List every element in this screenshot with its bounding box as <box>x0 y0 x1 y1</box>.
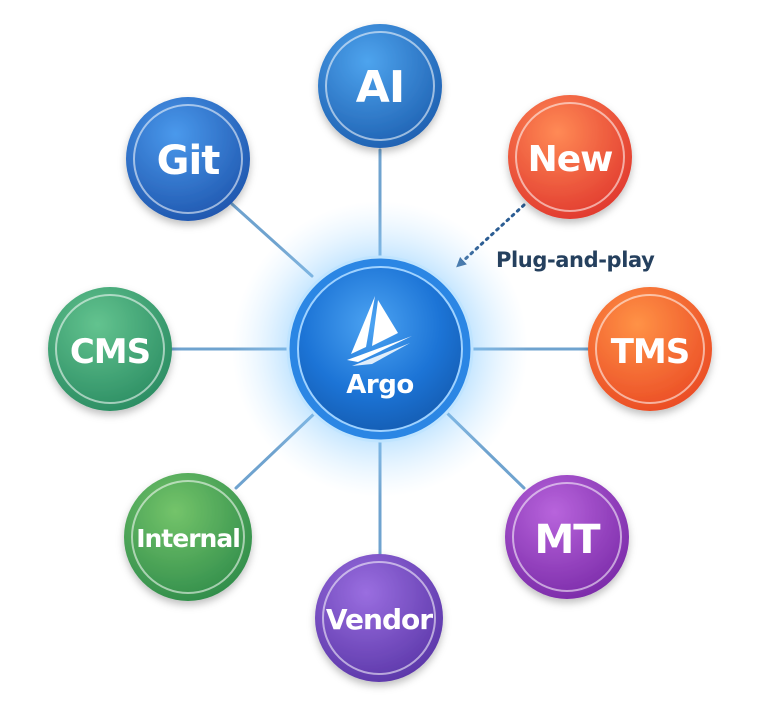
node-cms-ring <box>55 294 165 404</box>
node-internal-label: Internal <box>136 524 240 553</box>
hub-label: Argo <box>346 370 413 400</box>
node-vendor-ring <box>322 561 436 675</box>
node-vendor-label: Vendor <box>326 603 433 636</box>
plug-and-play-label: Plug-and-play <box>496 248 655 272</box>
node-vendor-circle <box>315 554 443 682</box>
node-git-label: Git <box>157 138 221 184</box>
node-tms[interactable]: TMS <box>588 287 712 411</box>
node-ai-circle <box>318 24 442 148</box>
node-tms-label: TMS <box>611 332 690 372</box>
node-mt-ring <box>512 482 622 592</box>
node-git-ring <box>133 104 243 214</box>
node-new[interactable]: New <box>508 95 632 219</box>
node-tms-ring <box>595 294 705 404</box>
node-cms-label: CMS <box>70 332 150 372</box>
node-new-circle <box>508 95 632 219</box>
node-new-ring <box>515 102 625 212</box>
argo-hub[interactable]: Argo <box>232 201 528 497</box>
node-git[interactable]: Git <box>126 97 250 221</box>
node-mt-circle <box>505 475 629 599</box>
node-mt[interactable]: MT <box>505 475 629 599</box>
node-ai-ring <box>325 31 435 141</box>
node-internal-circle <box>124 473 252 601</box>
node-ai-label: AI <box>356 62 404 113</box>
node-git-circle <box>126 97 250 221</box>
node-vendor[interactable]: Vendor <box>315 554 443 682</box>
node-cms[interactable]: CMS <box>48 287 172 411</box>
node-new-label: New <box>528 139 614 180</box>
node-mt-label: MT <box>534 517 601 563</box>
node-ai[interactable]: AI <box>318 24 442 148</box>
argo-sail-icon <box>347 296 412 366</box>
node-internal-ring <box>131 480 245 594</box>
node-tms-circle <box>588 287 712 411</box>
node-internal[interactable]: Internal <box>124 473 252 601</box>
node-cms-circle <box>48 287 172 411</box>
